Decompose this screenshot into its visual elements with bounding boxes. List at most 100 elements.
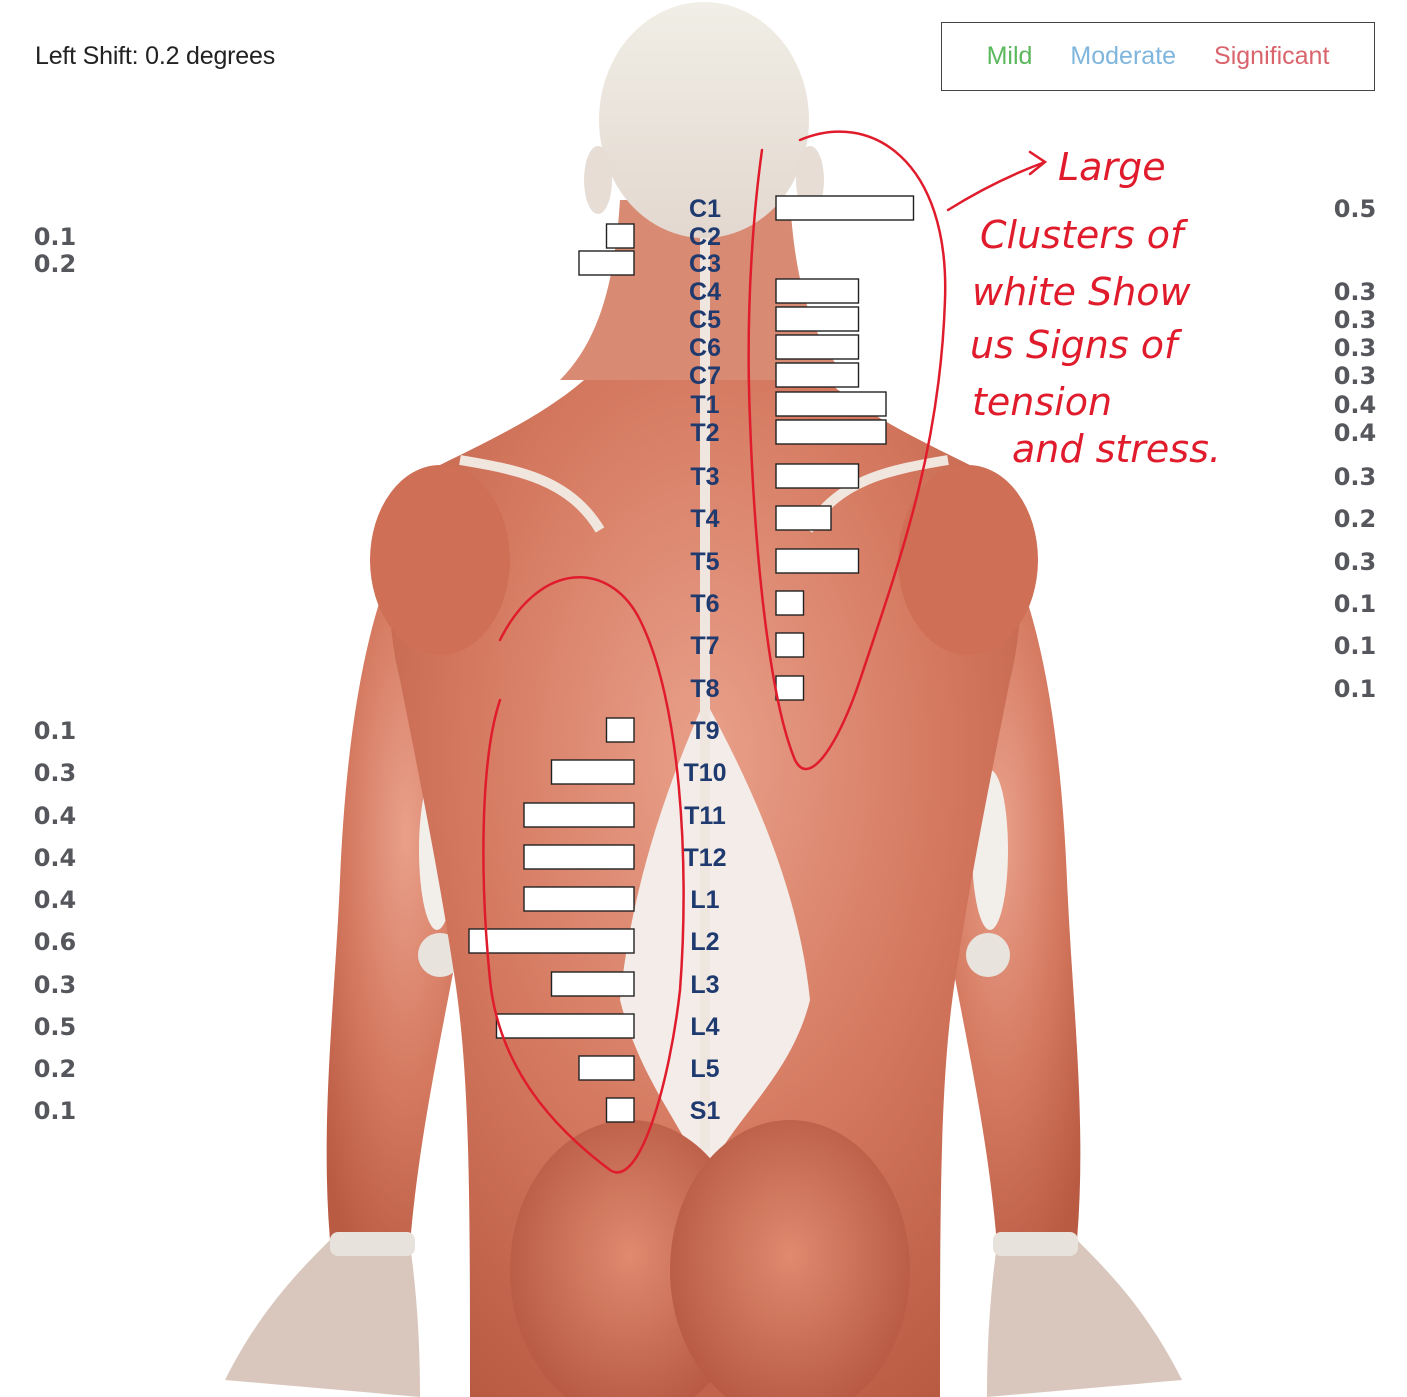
bar-left-s1 [605, 1097, 635, 1123]
vertebra-label-c1: C1 [689, 195, 721, 223]
value-label-left-t9: 0.1 [34, 717, 77, 745]
right-shoulder [898, 465, 1038, 655]
bar-left-c2 [605, 223, 635, 249]
vertebra-label-t2: T2 [690, 419, 719, 447]
bar-left-l3 [550, 971, 635, 997]
value-label-left-t10: 0.3 [34, 759, 77, 787]
vertebra-label-c7: C7 [689, 362, 721, 390]
annotation-line-4: us Signs of [970, 323, 1183, 367]
bar-right-t4 [775, 505, 832, 531]
bar-right-t2 [775, 419, 887, 445]
vertebra-label-c5: C5 [689, 306, 721, 334]
value-label-left-c3: 0.2 [34, 250, 77, 278]
vertebra-label-t1: T1 [690, 391, 719, 419]
value-label-right-c5: 0.3 [1334, 306, 1377, 334]
annotation-line-1: Large [1058, 145, 1166, 189]
bar-right-t3 [775, 463, 860, 489]
value-label-right-t3: 0.3 [1334, 463, 1377, 491]
bar-left-t10 [550, 759, 635, 785]
left-shoulder [370, 465, 510, 655]
vertebra-label-c2: C2 [689, 223, 721, 251]
legend-item-mild: Mild [986, 42, 1033, 70]
vertebra-label-c3: C3 [689, 250, 721, 278]
right-glute [670, 1120, 910, 1397]
value-label-left-l2: 0.6 [34, 928, 77, 956]
bar-right-c7 [775, 362, 860, 388]
vertebra-label-t12: T12 [683, 844, 726, 872]
vertebra-label-l4: L4 [690, 1013, 719, 1041]
vertebra-label-t8: T8 [690, 675, 719, 703]
value-label-right-c1: 0.5 [1334, 195, 1377, 223]
vertebra-label-l3: L3 [690, 971, 719, 999]
annotation-line-3: white Show [972, 270, 1192, 314]
value-label-right-t6: 0.1 [1334, 590, 1377, 618]
value-label-left-l3: 0.3 [34, 971, 77, 999]
bar-left-t12 [523, 844, 635, 870]
value-label-right-c4: 0.3 [1334, 278, 1377, 306]
bar-right-c4 [775, 278, 860, 304]
value-label-left-l4: 0.5 [34, 1013, 77, 1041]
value-label-left-l1: 0.4 [34, 886, 77, 914]
head [599, 2, 809, 238]
value-label-left-l5: 0.2 [34, 1055, 77, 1083]
spine-line [700, 190, 710, 1150]
shift-label: Left Shift: 0.2 degrees [35, 42, 276, 70]
legend-item-moderate: Moderate [1070, 42, 1177, 70]
value-label-right-c6: 0.3 [1334, 334, 1377, 362]
bar-right-t1 [775, 391, 887, 417]
value-label-left-c2: 0.1 [34, 223, 77, 251]
value-label-right-t5: 0.3 [1334, 548, 1377, 576]
vertebra-label-t4: T4 [690, 505, 719, 533]
vertebra-label-l5: L5 [690, 1055, 719, 1083]
vertebra-label-l2: L2 [690, 928, 719, 956]
bar-left-l4 [495, 1013, 635, 1039]
value-label-left-t11: 0.4 [34, 802, 77, 830]
vertebra-label-t3: T3 [690, 463, 719, 491]
bar-right-c6 [775, 334, 860, 360]
vertebra-label-t10: T10 [683, 759, 726, 787]
annotation-text: Large Clusters of white Show us Signs of… [970, 145, 1221, 471]
vertebra-label-t9: T9 [690, 717, 719, 745]
value-label-left-t12: 0.4 [34, 844, 77, 872]
bar-right-c5 [775, 306, 860, 332]
annotation-line-6: and stress. [1012, 427, 1221, 471]
value-label-left-s1: 0.1 [34, 1097, 77, 1125]
bar-left-c3 [578, 250, 635, 276]
right-elbow-knob [966, 933, 1010, 977]
vertebra-label-t11: T11 [684, 802, 726, 830]
value-label-right-t1: 0.4 [1334, 391, 1377, 419]
bar-left-l2 [468, 928, 635, 954]
severity-legend: Mild Moderate Significant [941, 22, 1375, 91]
bar-right-t5 [775, 548, 860, 574]
vertebra-label-c4: C4 [689, 278, 721, 306]
bar-left-l5 [578, 1055, 635, 1081]
vertebra-label-t6: T6 [690, 590, 719, 618]
left-wrist-band [330, 1232, 415, 1256]
bar-left-t9 [605, 717, 635, 743]
bar-left-l1 [523, 886, 635, 912]
bar-right-t6 [775, 590, 805, 616]
vertebra-label-l1: L1 [690, 886, 719, 914]
vertebra-label-s1: S1 [690, 1097, 721, 1125]
annotation-layer [482, 130, 1048, 1174]
left-scapula-ridge [459, 455, 605, 533]
left-cluster-circle [482, 576, 685, 1174]
left-ear [584, 146, 612, 214]
right-wrist-band [993, 1232, 1078, 1256]
right-cluster-circle [747, 130, 947, 771]
vertebra-label-t7: T7 [690, 632, 719, 660]
left-hand [225, 1240, 420, 1397]
value-label-right-t8: 0.1 [1334, 675, 1377, 703]
right-hand [987, 1240, 1182, 1397]
bar-left-t11 [523, 802, 635, 828]
value-label-right-c7: 0.3 [1334, 362, 1377, 390]
legend-item-significant: Significant [1214, 42, 1330, 70]
value-label-right-t2: 0.4 [1334, 419, 1377, 447]
bar-right-c1 [775, 195, 915, 221]
bar-right-t8 [775, 675, 805, 701]
value-label-right-t7: 0.1 [1334, 632, 1377, 660]
annotation-arrow [946, 150, 1048, 212]
vertebra-label-t5: T5 [690, 548, 719, 576]
